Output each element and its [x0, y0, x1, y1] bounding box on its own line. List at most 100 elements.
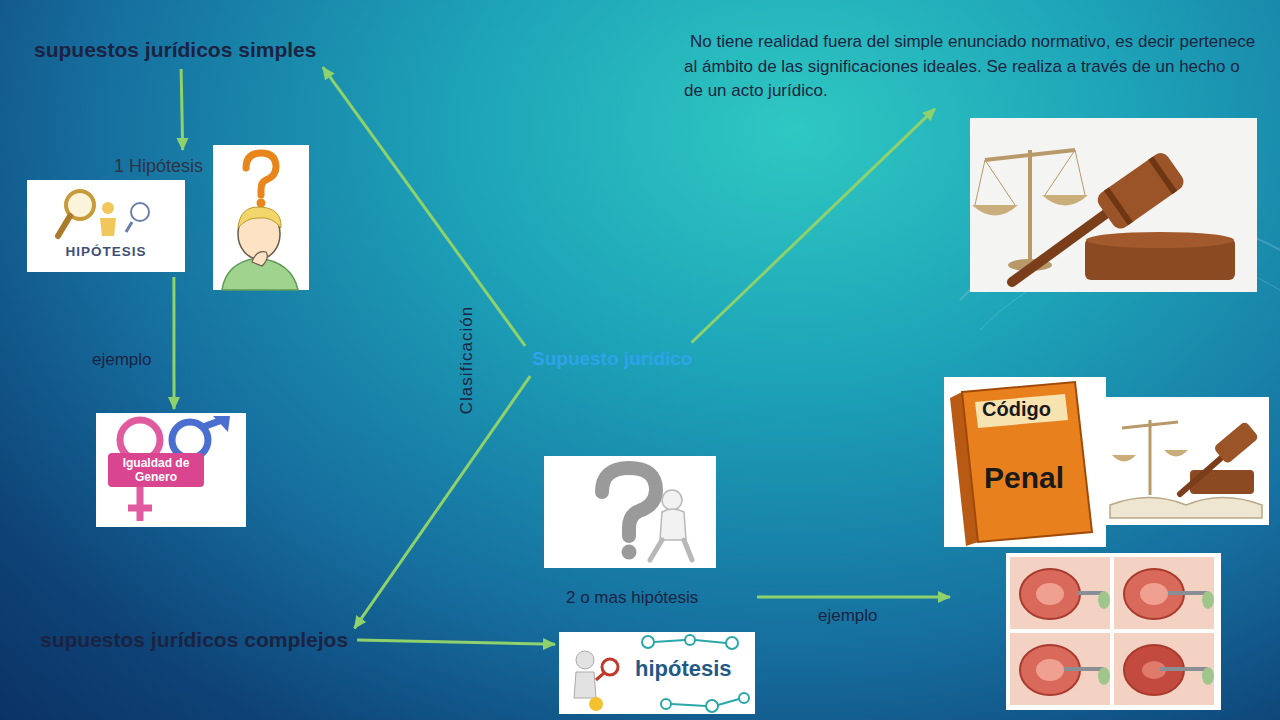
text-slot: HIPÓTESIS	[27, 244, 185, 259]
hypothesis-tile: HIPÓTESIS	[27, 180, 185, 272]
gender-equality-picture	[96, 413, 246, 527]
node-text: supuestos jurídicos complejos	[40, 628, 348, 652]
justice-book-picture-part	[1213, 421, 1259, 465]
node-text: 2 o mas hipótesis	[566, 588, 698, 608]
node-text: Código	[982, 398, 1051, 421]
hypothesis-network-picture-part-part	[706, 700, 718, 712]
gavel-picture-part	[1028, 150, 1032, 262]
example-arrow	[757, 597, 950, 598]
penal-code-picture	[944, 377, 1106, 547]
gender-equality-picture-part	[108, 453, 204, 487]
thinking-man-picture-part	[246, 153, 276, 195]
definition-note: No tiene realidad fuera del simple enunc…	[680, 28, 1266, 106]
class-heading: supuestos jurídicos simples	[30, 36, 320, 64]
gavel-picture-part-part	[1104, 187, 1133, 225]
gavel-picture-part-part	[1094, 150, 1187, 233]
gavel-picture-part-part	[1148, 156, 1177, 194]
thinking-man-picture-part	[238, 207, 281, 228]
connector-arrow	[354, 376, 530, 628]
penal-code-tile: CódigoPenal	[944, 377, 1106, 547]
question-figure-picture-part	[660, 509, 686, 540]
gavel-picture-part	[1075, 150, 1085, 195]
procedure-picture-part-part	[1098, 667, 1110, 685]
procedure-picture-part-part	[1202, 591, 1214, 609]
hypothesis-picture-part	[58, 216, 70, 236]
gender-equality-tile: Igualdad de Genero	[96, 413, 246, 527]
central-concept: Supuesto jurídico	[528, 346, 696, 372]
edge-label: ejemplo	[92, 350, 152, 370]
procedure-picture-part-part	[1064, 667, 1104, 671]
gavel-picture-part	[1012, 205, 1118, 282]
node-text: hipótesis	[635, 656, 732, 682]
procedure-picture-part-part	[1114, 557, 1214, 629]
hypothesis-network-picture-part	[602, 659, 618, 675]
text-slot: Igualdad de Genero	[110, 457, 202, 485]
procedure-picture-part-part	[1020, 569, 1080, 619]
node-text: supuestos jurídicos simples	[34, 38, 316, 62]
gender-equality-picture-part	[137, 487, 144, 521]
justice-book-picture-part-part	[1213, 421, 1259, 465]
text-slot: hipótesis	[635, 656, 732, 682]
hypothesis-picture-part	[131, 203, 149, 221]
penal-code-picture-part	[944, 377, 1106, 547]
penal-code-picture-part	[962, 382, 1092, 542]
justice-book-picture-part	[1112, 455, 1136, 462]
question-figure-picture-part	[622, 545, 637, 560]
procedure-picture-part	[1114, 633, 1214, 705]
connector-arrow	[172, 277, 175, 409]
procedure-picture-part-part	[1010, 633, 1110, 705]
gavel-picture	[970, 118, 1257, 292]
connector-arrow	[323, 67, 525, 346]
thinking-man-picture-part	[213, 145, 309, 290]
gavel-picture-part	[985, 160, 1015, 205]
procedure-picture-part	[1114, 557, 1214, 629]
procedure-picture-part-part	[1010, 557, 1110, 629]
thinking-man-picture-part	[257, 199, 266, 208]
hypothesis-network-picture-part	[576, 651, 594, 669]
hypothesis-network-picture-part-part	[726, 637, 738, 649]
gavel-picture-part	[985, 150, 1075, 160]
hypothesis-network-picture-part	[589, 697, 603, 711]
procedure-picture-part-part	[1160, 667, 1208, 671]
procedure-picture-part-part	[1036, 583, 1064, 605]
connector-arrow	[692, 109, 935, 343]
hypothesis-network-picture-part-part	[661, 699, 671, 709]
node-text: 1 Hipótesis	[114, 156, 203, 177]
class-heading: supuestos jurídicos complejos	[36, 626, 352, 654]
procedure-picture-part-part	[1202, 667, 1214, 685]
gavel-picture-part	[1042, 195, 1088, 206]
justice-book-picture-part	[1122, 422, 1178, 428]
question-figure-picture-part	[662, 490, 682, 510]
procedure-picture-part	[1010, 633, 1110, 705]
hypothesis-picture-part	[102, 202, 114, 214]
hypothesis-network-picture-part-part	[642, 636, 654, 648]
justice-book-picture-part	[1164, 450, 1188, 457]
hypothesis-network-picture-part-part	[685, 635, 695, 645]
gavel-picture-part	[1094, 150, 1187, 233]
hypothesis-network-picture-part	[596, 673, 604, 680]
question-figure-picture-part	[650, 540, 692, 560]
example-arrow-part	[757, 596, 950, 599]
procedure-picture-part-part	[1098, 591, 1110, 609]
hypothesis-count: 2 o mas hipótesis	[562, 586, 702, 610]
gender-equality-picture-part	[128, 505, 152, 512]
text-slot: Código	[982, 398, 1051, 421]
gender-equality-picture-part	[213, 416, 230, 432]
justice-book-picture-part	[1103, 397, 1269, 525]
procedure-picture	[1006, 553, 1221, 710]
hypothesis-picture-part	[27, 180, 185, 272]
justice-book-picture-part	[1149, 420, 1152, 495]
gender-equality-picture-part	[172, 422, 208, 458]
hypothesis-picture-part	[126, 222, 132, 232]
hypothesis-picture-part	[100, 218, 116, 236]
hypothesis-picture	[27, 180, 185, 272]
node-text: Penal	[984, 461, 1064, 495]
justice-book-picture-part	[1180, 452, 1228, 494]
node-text: HIPÓTESIS	[27, 244, 185, 259]
hypothesis-network-picture-part	[574, 672, 596, 698]
procedure-picture-part	[1006, 553, 1221, 710]
axis-label: Clasificación	[457, 306, 477, 414]
question-figure-picture-part	[602, 468, 656, 536]
procedure-picture-part-part	[1140, 583, 1168, 605]
